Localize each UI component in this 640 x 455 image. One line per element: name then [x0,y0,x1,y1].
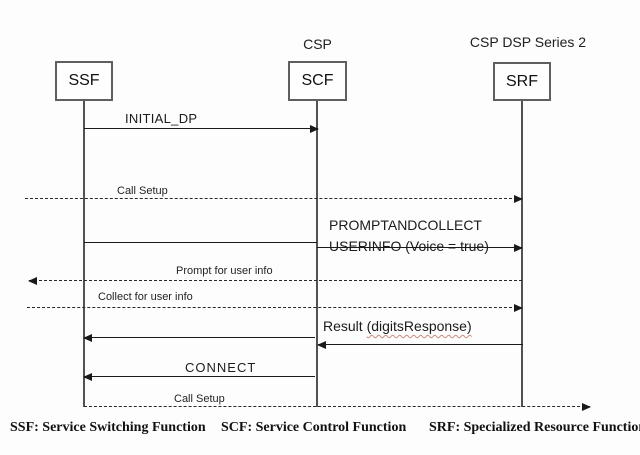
message-prompt-for-user-info-label: Prompt for user info [176,265,273,277]
message-promptandcollect-arrow [317,244,523,252]
result-label-prefix: Result [323,318,367,334]
arrowhead-left-icon [83,373,92,381]
actor-label-srf: SRF [506,72,538,90]
arrowhead-left-icon [83,334,92,342]
message-connect-label: CONNECT [185,360,257,375]
arrowhead-left-icon [28,277,37,285]
legend-scf: SCF: Service Control Function [221,420,407,435]
message-call-setup-2-label: Call Setup [174,393,225,405]
srf-column-header: CSP DSP Series 2 [469,34,587,50]
message-prompt-for-user-info-arrow [28,277,522,285]
message-result-arrow-srf-to-scf [317,341,523,349]
message-promptandcollect-label-line2: USERINFO (Voice = true) [329,238,489,254]
message-connect-arrow [83,373,315,381]
lifeline-ssf [83,101,85,407]
actor-label-scf: SCF [301,72,334,89]
lifeline-scf [316,101,318,407]
actor-label-ssf: SSF [68,72,100,89]
message-call-setup-1-label: Call Setup [117,185,168,197]
arrowhead-left-icon [317,341,326,349]
message-initial-dp-label: INITIAL_DP [125,111,198,126]
message-result-label: Result (digitsResponse) [323,318,472,334]
actor-box-scf: SCF [288,61,347,101]
lifeline-srf [521,101,523,407]
message-promptandcollect-label-line1: PROMPTANDCOLLECT [329,217,482,233]
message-call-setup-2-arrow [84,403,591,411]
arrowhead-right-icon [582,403,591,411]
result-label-argument: (digitsResponse) [366,318,472,334]
arrowhead-right-icon [514,195,523,203]
actor-box-srf: SRF [493,62,551,101]
message-collect-for-user-info-label: Collect for user info [98,291,193,303]
message-collect-for-user-info-arrow [27,304,523,312]
legend-srf: SRF: Specialized Resource Function [429,420,640,435]
connector-ssf-scf-line [84,242,317,243]
message-result-arrow-scf-to-ssf [83,334,315,342]
legend-ssf: SSF: Service Switching Function [10,420,206,435]
actor-box-ssf: SSF [55,61,113,101]
arrowhead-right-icon [514,244,523,252]
message-initial-dp-arrow [84,125,319,133]
scf-column-header: CSP [303,36,332,52]
message-call-setup-1-arrow [25,195,523,203]
arrowhead-right-icon [514,304,523,312]
arrowhead-right-icon [310,125,319,133]
